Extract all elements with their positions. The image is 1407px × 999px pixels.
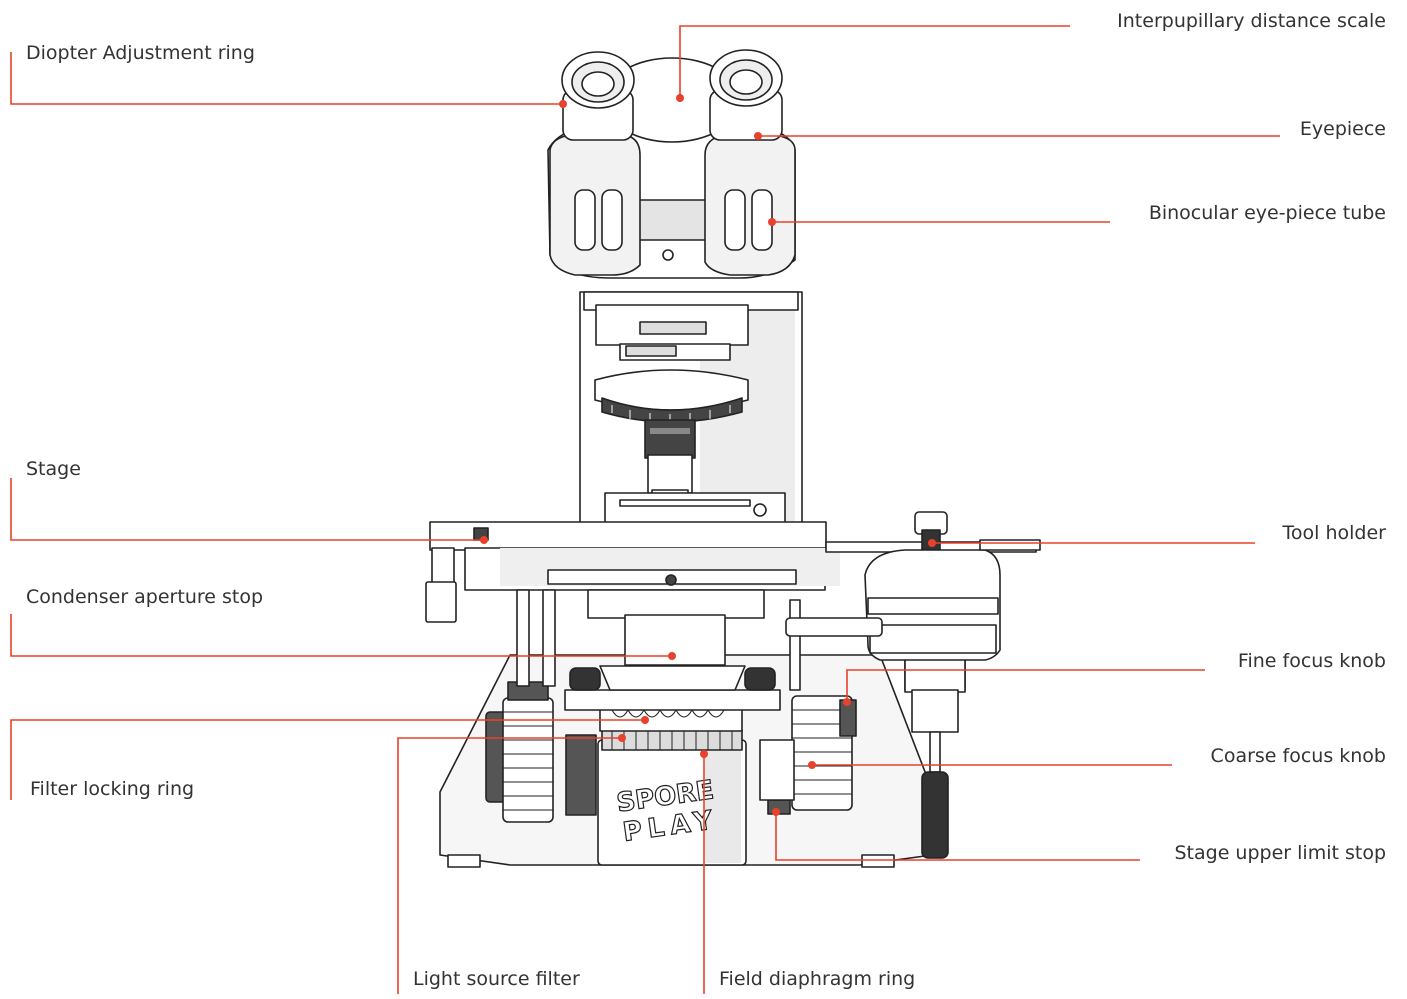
leader-condenser bbox=[10, 614, 672, 657]
left-coarse-focus-knob bbox=[502, 697, 554, 823]
base-foot-right bbox=[861, 854, 895, 868]
dot-fine-focus bbox=[843, 698, 851, 706]
dot-stage bbox=[480, 536, 488, 544]
left-inner-knob bbox=[565, 734, 597, 816]
label-tool-holder: Tool holder bbox=[1282, 522, 1386, 544]
leader-stage bbox=[10, 478, 484, 541]
leader-filter-locking bbox=[10, 719, 645, 800]
stage-plate bbox=[429, 521, 827, 551]
label-fine-focus-knob: Fine focus knob bbox=[1237, 650, 1386, 672]
dot-eyepiece bbox=[754, 132, 762, 140]
dot-interpupillary bbox=[676, 94, 684, 102]
label-stage: Stage bbox=[26, 458, 81, 480]
label-field-diaphragm-ring: Field diaphragm ring bbox=[719, 968, 916, 990]
objective-collar bbox=[644, 419, 696, 459]
leader-fine-focus bbox=[846, 669, 1205, 702]
right-knob-inner bbox=[759, 739, 795, 801]
label-interpupillary-distance-scale: Interpupillary distance scale bbox=[1117, 10, 1386, 32]
dot-field-diaphragm bbox=[700, 750, 708, 758]
tool-holder-handle bbox=[921, 771, 949, 859]
dot-condenser bbox=[668, 652, 676, 660]
label-filter-locking-ring: Filter locking ring bbox=[30, 778, 195, 800]
dot-filter-locking bbox=[641, 716, 649, 724]
dot-light-filter bbox=[618, 734, 626, 742]
tool-holder-body bbox=[864, 549, 1001, 691]
label-binocular-eyepiece-tube: Binocular eye-piece tube bbox=[1148, 202, 1386, 224]
leader-interpupillary bbox=[679, 25, 1070, 98]
lamp-side-band bbox=[705, 745, 741, 863]
leader-light-filter bbox=[397, 737, 622, 994]
base-foot-left bbox=[447, 854, 481, 868]
right-binocular-tube bbox=[704, 134, 796, 276]
label-condenser-aperture-stop: Condenser aperture stop bbox=[26, 586, 264, 608]
tool-holder-arm bbox=[785, 617, 883, 637]
condenser-body bbox=[587, 589, 765, 619]
condenser-aperture-ring bbox=[599, 665, 746, 691]
label-coarse-focus-knob: Coarse focus knob bbox=[1210, 745, 1386, 767]
objective-lens bbox=[647, 454, 693, 494]
dot-diopter bbox=[559, 100, 567, 108]
dot-binocular bbox=[768, 218, 776, 226]
dot-tool-holder bbox=[928, 539, 936, 547]
leader-diopter bbox=[10, 52, 563, 105]
left-eyepiece bbox=[561, 51, 635, 141]
dot-stage-limit bbox=[772, 808, 780, 816]
filter-bracket bbox=[564, 689, 781, 711]
right-eyepiece bbox=[709, 49, 783, 141]
label-light-source-filter: Light source filter bbox=[413, 968, 580, 990]
leader-stage-limit bbox=[775, 812, 1140, 861]
label-stage-upper-limit-stop: Stage upper limit stop bbox=[1174, 842, 1386, 864]
dot-coarse-focus bbox=[808, 761, 816, 769]
stage-handle bbox=[431, 547, 455, 585]
label-diopter-adjustment-ring: Diopter Adjustment ring bbox=[26, 42, 255, 64]
label-eyepiece: Eyepiece bbox=[1299, 118, 1386, 140]
